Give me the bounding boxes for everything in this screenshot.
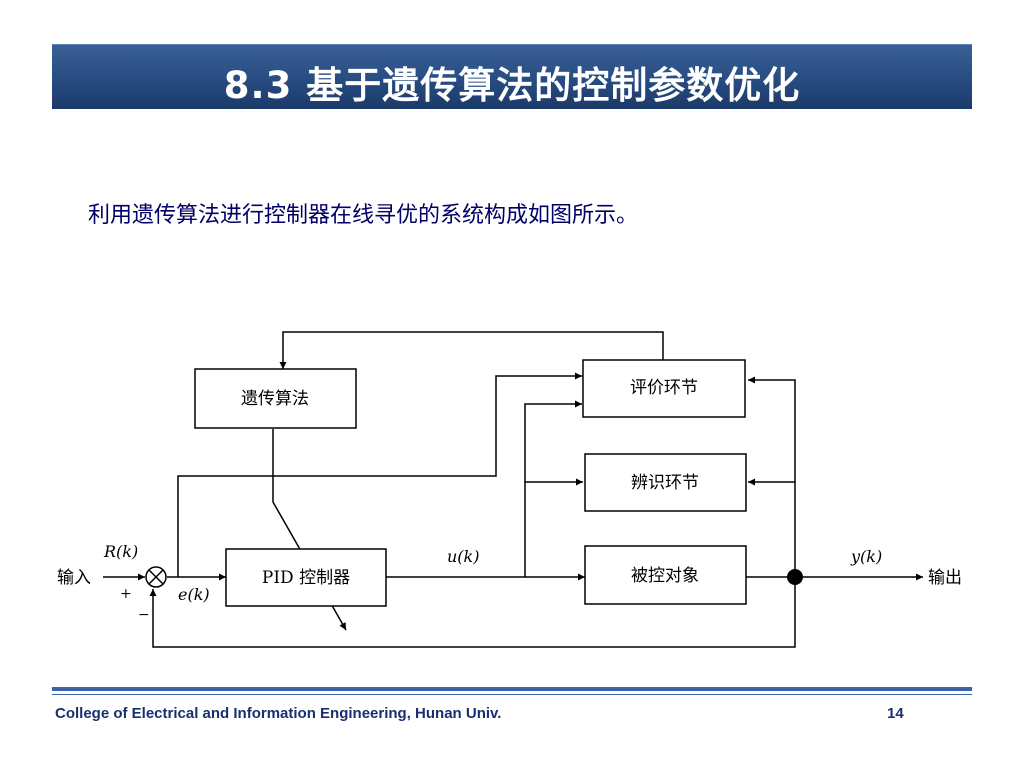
label-identification: 辨识环节 — [631, 473, 699, 493]
intro-text: 利用遗传算法进行控制器在线寻优的系统构成如图所示。 — [88, 203, 639, 228]
wire-u-to-ident — [524, 478, 583, 577]
page-number: 14 — [887, 705, 904, 722]
slide-title: 8.3 基于遗传算法的控制参数优化 — [223, 64, 801, 107]
label-minus: − — [138, 607, 150, 623]
label-plant-output: y(k) — [850, 547, 882, 566]
label-input: 输入 — [57, 568, 91, 588]
title-bar: 8.3 基于遗传算法的控制参数优化 — [52, 44, 972, 109]
wire-y-to-eval — [748, 376, 796, 577]
label-error: e(k) — [178, 585, 210, 604]
wire-eval-to-ga — [279, 331, 664, 369]
block-genetic-algorithm — [194, 368, 357, 429]
footer-rule-thick — [52, 687, 972, 691]
label-plant: 被控对象 — [631, 566, 699, 586]
label-genetic-algorithm: 遗传算法 — [241, 389, 309, 409]
footer-college: College of Electrical and Information En… — [55, 705, 502, 722]
summing-junction — [145, 566, 167, 588]
block-pid-controller — [225, 548, 387, 607]
label-output: 输出 — [928, 568, 962, 588]
block-plant — [584, 545, 747, 605]
wire-u-to-eval — [524, 400, 582, 482]
label-evaluation: 评价环节 — [630, 378, 698, 398]
wire-e-to-eval — [177, 372, 582, 577]
label-plus: + — [120, 586, 132, 602]
footer-rule-thin — [52, 694, 972, 695]
wire-feedback-to-sum — [149, 577, 796, 648]
block-evaluation — [582, 359, 746, 418]
label-pid-controller: PID 控制器 — [262, 568, 350, 588]
label-control: u(k) — [447, 547, 479, 566]
block-identification — [584, 453, 747, 512]
output-junction-dot — [787, 569, 803, 585]
label-reference: R(k) — [103, 542, 138, 561]
